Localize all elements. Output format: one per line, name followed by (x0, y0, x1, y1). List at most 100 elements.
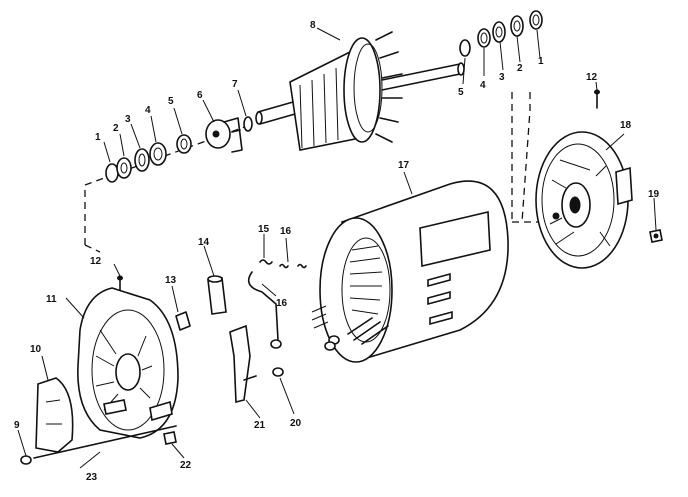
callout-2-right: 2 (517, 63, 523, 74)
housing-vent-1 (427, 272, 451, 288)
retaining-clip-7 (243, 116, 253, 132)
washer-r1-hole (532, 14, 540, 26)
rotor-fan-blades (375, 31, 403, 143)
callout-3-right: 3 (499, 72, 505, 83)
right-end-bell (535, 131, 633, 269)
wire-16 (247, 271, 279, 341)
rotor-fan-disc (343, 37, 381, 143)
washer-5-hole (180, 138, 188, 150)
callout-1: 1 (95, 132, 101, 143)
callout-17: 17 (398, 160, 410, 171)
washer-r4-hole (480, 32, 488, 44)
cover-plate-10 (35, 377, 74, 453)
washer-r2-hole (513, 20, 521, 32)
springs-16 (279, 263, 307, 269)
callout-10: 10 (30, 344, 42, 355)
screw-12-left-head (117, 275, 123, 281)
left-end-bell (77, 287, 179, 439)
washer-r1 (529, 10, 543, 30)
shaft-end-right (457, 62, 465, 76)
end-bell-screw (552, 212, 560, 220)
housing-vent-3 (429, 310, 453, 326)
assembly-dashed-lines (84, 92, 548, 253)
callout-13: 13 (165, 275, 177, 286)
screw-9 (20, 455, 32, 465)
switch-bracket-21 (229, 324, 251, 404)
left-washer-stack (105, 134, 192, 183)
rotor-assembly (255, 31, 465, 151)
switch-contact (243, 375, 257, 381)
callout-18: 18 (620, 120, 632, 131)
callout-2: 2 (113, 123, 119, 134)
end-bell-bore (569, 196, 581, 214)
nut-19-hole (653, 233, 659, 239)
callout-15: 15 (258, 224, 270, 235)
housing-vent-2 (427, 290, 451, 306)
callout-5-right: 5 (458, 87, 464, 98)
washer-2 (116, 157, 132, 179)
screw-12-right-head (594, 89, 600, 95)
centrifugal-actuator (205, 117, 243, 153)
capacitor-14-top (207, 275, 223, 283)
dash-left-top (84, 120, 251, 245)
washer-4 (149, 142, 167, 166)
washer-1 (105, 163, 119, 183)
washer-r3 (492, 21, 506, 43)
washer-r4 (477, 28, 491, 48)
rotor-shaft-right (381, 63, 461, 91)
lead-connector (311, 305, 329, 329)
callout-21: 21 (254, 420, 266, 431)
end-bell-rim (541, 143, 615, 257)
callout-23: 23 (86, 472, 98, 483)
left-bell-slot (103, 399, 127, 415)
capacitor-14 (207, 277, 227, 315)
washer-r3-hole (495, 26, 503, 38)
washer-3-hole (138, 153, 146, 167)
rotor-fan-ring (353, 43, 383, 133)
callout-5: 5 (168, 96, 174, 107)
left-bell-boss (115, 353, 141, 391)
shaft-end-left (255, 111, 263, 125)
washer-4-hole (153, 147, 163, 161)
callout-1-right: 1 (538, 56, 544, 67)
end-bell-ear (615, 166, 633, 206)
callout-4: 4 (145, 105, 151, 116)
callout-3: 3 (125, 114, 131, 125)
washer-2-hole (120, 162, 128, 174)
actuator-arms (223, 117, 243, 153)
cover-plate-details (45, 399, 62, 425)
washer-r5 (459, 39, 471, 57)
housing-lead-wires (347, 317, 389, 345)
callout-11: 11 (46, 294, 57, 305)
lead-terminal-b (324, 341, 336, 351)
callout-14: 14 (198, 237, 210, 248)
screw-20 (272, 367, 284, 377)
callout-4-right: 4 (480, 80, 486, 91)
callout-16-mid: 16 (276, 298, 288, 309)
callout-12-right: 12 (586, 72, 598, 83)
callout-8: 8 (310, 20, 316, 31)
callout-22: 22 (180, 460, 192, 471)
actuator-hub (212, 130, 220, 138)
callout-20: 20 (290, 418, 302, 429)
leader-lines (17, 27, 657, 469)
wire-16-terminal (270, 339, 282, 349)
nut-22 (163, 431, 177, 445)
callout-9: 9 (14, 420, 20, 431)
left-bell-tab (149, 400, 173, 422)
callout-12-left: 12 (90, 256, 102, 267)
callout-6: 6 (197, 90, 203, 101)
part-callouts: 1 2 3 4 5 6 7 8 5 4 3 2 1 12 18 19 17 15… (14, 20, 660, 483)
right-washer-stack (459, 10, 543, 57)
dash-left-foot (84, 244, 101, 253)
housing-nameplate (419, 211, 491, 267)
dash-right-b (521, 92, 531, 223)
stator-housing (311, 180, 509, 363)
end-bell-ribs (549, 159, 611, 247)
callout-19: 19 (648, 189, 660, 200)
rotor-bars (299, 67, 339, 149)
callout-16-top: 16 (280, 226, 292, 237)
callout-7: 7 (232, 79, 238, 90)
